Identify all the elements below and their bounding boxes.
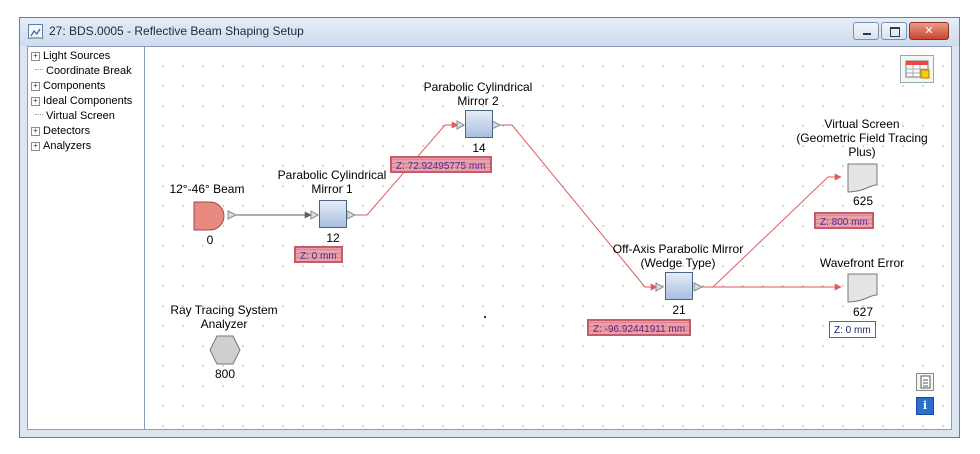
port-mirror1-in (310, 210, 320, 220)
mirror1-z-badge[interactable]: Z: 0 mm (294, 246, 343, 263)
minimize-button[interactable] (853, 22, 879, 40)
app-window: 27: BDS.0005 - Reflective Beam Shaping S… (19, 17, 960, 438)
offaxis-name-line2: (Wedge Type) (640, 256, 716, 270)
mirror2-node[interactable] (465, 110, 493, 138)
mirror2-name-line2: Mirror 2 (457, 94, 499, 108)
tree-item-detectors[interactable]: +Detectors (31, 125, 90, 140)
vscreen-name-line1: Virtual Screen (824, 117, 900, 131)
maximize-icon (890, 27, 900, 37)
tree-item-light-sources[interactable]: +Light Sources (31, 50, 110, 65)
virtual-screen-node[interactable] (847, 163, 879, 193)
wavefront-id: 627 (852, 305, 874, 319)
expand-icon[interactable]: + (31, 82, 40, 91)
grid-view-icon[interactable] (900, 55, 934, 83)
vscreen-z-badge[interactable]: Z: 800 mm (814, 212, 874, 229)
port-offaxis-out (693, 282, 704, 292)
mirror1-id: 12 (326, 231, 340, 245)
system-canvas[interactable]: 12°-46° Beam 0 Parabolic Cylindrical Mir… (145, 47, 951, 429)
offaxis-z-badge[interactable]: Z: -96.92441911 mm (587, 319, 692, 336)
beam-id: 0 (206, 233, 214, 247)
light-source-icon[interactable] (193, 201, 227, 231)
mirror1-name-line1: Parabolic Cylindrical (277, 168, 387, 182)
port-mirror2-in (456, 120, 466, 130)
tree-item-components[interactable]: +Components (31, 80, 105, 95)
optical-setup-icon[interactable] (28, 24, 43, 39)
vscreen-name-line3: Plus) (848, 145, 876, 159)
info-icon[interactable]: i (916, 397, 934, 415)
tree-item-analyzers[interactable]: +Analyzers (31, 140, 91, 155)
port-mirror2-out (491, 120, 502, 130)
port-beam-out (227, 210, 238, 220)
expand-icon[interactable]: + (31, 127, 40, 136)
analyzer-node[interactable] (209, 335, 241, 365)
mirror1-name-line2: Mirror 1 (311, 182, 353, 196)
mirror2-id: 14 (472, 141, 486, 155)
expand-icon[interactable]: + (31, 97, 40, 106)
offaxis-node[interactable] (665, 272, 693, 300)
mirror1-node[interactable] (319, 200, 347, 228)
vscreen-name-line2: (Geometric Field Tracing (796, 131, 928, 145)
document-icon[interactable] (916, 373, 934, 391)
offaxis-id: 21 (672, 303, 686, 317)
window-title: 27: BDS.0005 - Reflective Beam Shaping S… (49, 24, 304, 38)
vscreen-id: 625 (852, 194, 874, 208)
offaxis-name-line1: Off-Axis Parabolic Mirror (612, 242, 744, 256)
beam-name: 12°-46° Beam (169, 182, 245, 196)
tree-item-virtual-screen[interactable]: Virtual Screen (31, 110, 115, 125)
analyzer-name-line1: Ray Tracing System (170, 303, 278, 317)
mirror2-name-line1: Parabolic Cylindrical (423, 80, 533, 94)
maximize-button[interactable] (881, 22, 907, 40)
expand-icon[interactable]: + (31, 142, 40, 151)
canvas-dot (484, 316, 486, 318)
port-offaxis-in (655, 282, 665, 292)
close-button[interactable]: ✕ (909, 22, 949, 40)
connection-wires (227, 120, 842, 292)
wavefront-z-badge[interactable]: Z: 0 mm (829, 321, 876, 338)
close-icon: ✕ (924, 24, 934, 37)
wavefront-name: Wavefront Error (819, 256, 905, 270)
title-bar[interactable]: 27: BDS.0005 - Reflective Beam Shaping S… (20, 18, 959, 46)
analyzer-id: 800 (214, 367, 236, 381)
wire-offaxis-to-vscreen (702, 173, 842, 288)
client-area: +Light Sources Coordinate Break +Compone… (27, 46, 952, 430)
wire-mirror2-to-offaxis (500, 124, 658, 291)
tree-item-ideal-components[interactable]: +Ideal Components (31, 95, 132, 110)
port-mirror1-out (346, 210, 357, 220)
mirror2-z-badge[interactable]: Z: 72.92495775 mm (390, 156, 492, 173)
component-tree[interactable]: +Light Sources Coordinate Break +Compone… (28, 47, 145, 429)
tree-item-coordinate-break[interactable]: Coordinate Break (31, 65, 132, 80)
detector-node[interactable] (847, 273, 879, 303)
minimize-icon (863, 33, 871, 35)
analyzer-name-line2: Analyzer (200, 317, 248, 331)
expand-icon[interactable]: + (31, 52, 40, 61)
